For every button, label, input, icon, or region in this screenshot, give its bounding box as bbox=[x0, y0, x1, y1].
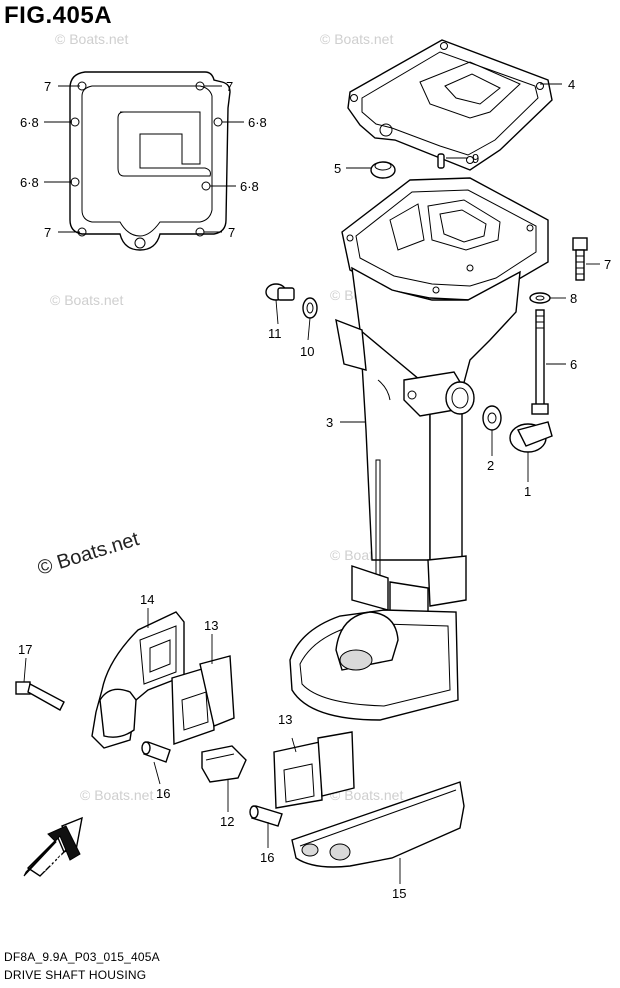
damper-13-lower bbox=[273, 731, 355, 809]
watermark-large: © Boats.net bbox=[35, 528, 142, 580]
clip-12 bbox=[201, 745, 247, 783]
figure-title: FIG.405A bbox=[4, 2, 113, 29]
bolt-17 bbox=[15, 681, 65, 711]
callout-4: 4 bbox=[568, 77, 575, 92]
gasket-2 bbox=[482, 405, 502, 431]
callout-7: 7 bbox=[604, 257, 611, 272]
callout-10: 10 bbox=[300, 344, 314, 359]
callout-14: 14 bbox=[140, 592, 154, 607]
watermark-text: © Boats.net bbox=[55, 31, 128, 47]
callout-7: 7 bbox=[228, 225, 235, 240]
callout-16: 16 bbox=[156, 786, 170, 801]
callouts: 7 7 6·8 6·8 6·8 6·8 7 7 4 5 9 7 8 6 1 2 … bbox=[18, 77, 611, 901]
watermark-text: © Boats.net bbox=[80, 787, 153, 803]
callout-13: 13 bbox=[278, 712, 292, 727]
callout-11: 11 bbox=[268, 326, 282, 341]
watermark-text: © Boats.net bbox=[50, 292, 123, 308]
diagram-code: DF8A_9.9A_P03_015_405A bbox=[4, 950, 160, 964]
damper-13-upper bbox=[171, 655, 235, 745]
callout-7: 7 bbox=[44, 79, 51, 94]
fwd-direction-marker: FWD bbox=[23, 816, 83, 877]
callout-6-8: 6·8 bbox=[20, 115, 39, 130]
watermark-text: © Boats.net bbox=[330, 787, 403, 803]
callout-12: 12 bbox=[220, 814, 234, 829]
callout-3: 3 bbox=[326, 415, 333, 430]
gasket-4 bbox=[347, 39, 553, 171]
callout-1: 1 bbox=[524, 484, 531, 499]
bolt-11 bbox=[265, 283, 295, 301]
callout-6-8: 6·8 bbox=[248, 115, 267, 130]
bracket-15 bbox=[291, 781, 465, 868]
callout-9: 9 bbox=[472, 151, 479, 166]
watermark-text: © Boats.net bbox=[320, 31, 393, 47]
callout-7: 7 bbox=[226, 79, 233, 94]
pin-16-left bbox=[141, 741, 171, 763]
callout-6-8: 6·8 bbox=[20, 175, 39, 190]
pin-9 bbox=[437, 153, 445, 169]
plug-1 bbox=[509, 421, 553, 453]
stud-6 bbox=[531, 309, 549, 415]
callout-6: 6 bbox=[570, 357, 577, 372]
washer-8 bbox=[529, 292, 551, 304]
callout-6-8: 6·8 bbox=[240, 179, 259, 194]
diagram-caption: DRIVE SHAFT HOUSING bbox=[4, 968, 147, 982]
callout-7: 7 bbox=[44, 225, 51, 240]
bracket-14 bbox=[91, 611, 185, 749]
seal-5 bbox=[370, 161, 396, 179]
callout-15: 15 bbox=[392, 886, 406, 901]
callout-8: 8 bbox=[570, 291, 577, 306]
drive-shaft-housing-3 bbox=[289, 177, 549, 721]
callout-2: 2 bbox=[487, 458, 494, 473]
callout-5: 5 bbox=[334, 161, 341, 176]
pin-16-right bbox=[249, 805, 283, 827]
gasket-10 bbox=[302, 297, 318, 319]
callout-13: 13 bbox=[204, 618, 218, 633]
gasket-left bbox=[69, 71, 231, 251]
callout-17: 17 bbox=[18, 642, 32, 657]
leader-lines bbox=[23, 83, 600, 884]
bolt-7 bbox=[572, 237, 588, 281]
callout-16: 16 bbox=[260, 850, 274, 865]
